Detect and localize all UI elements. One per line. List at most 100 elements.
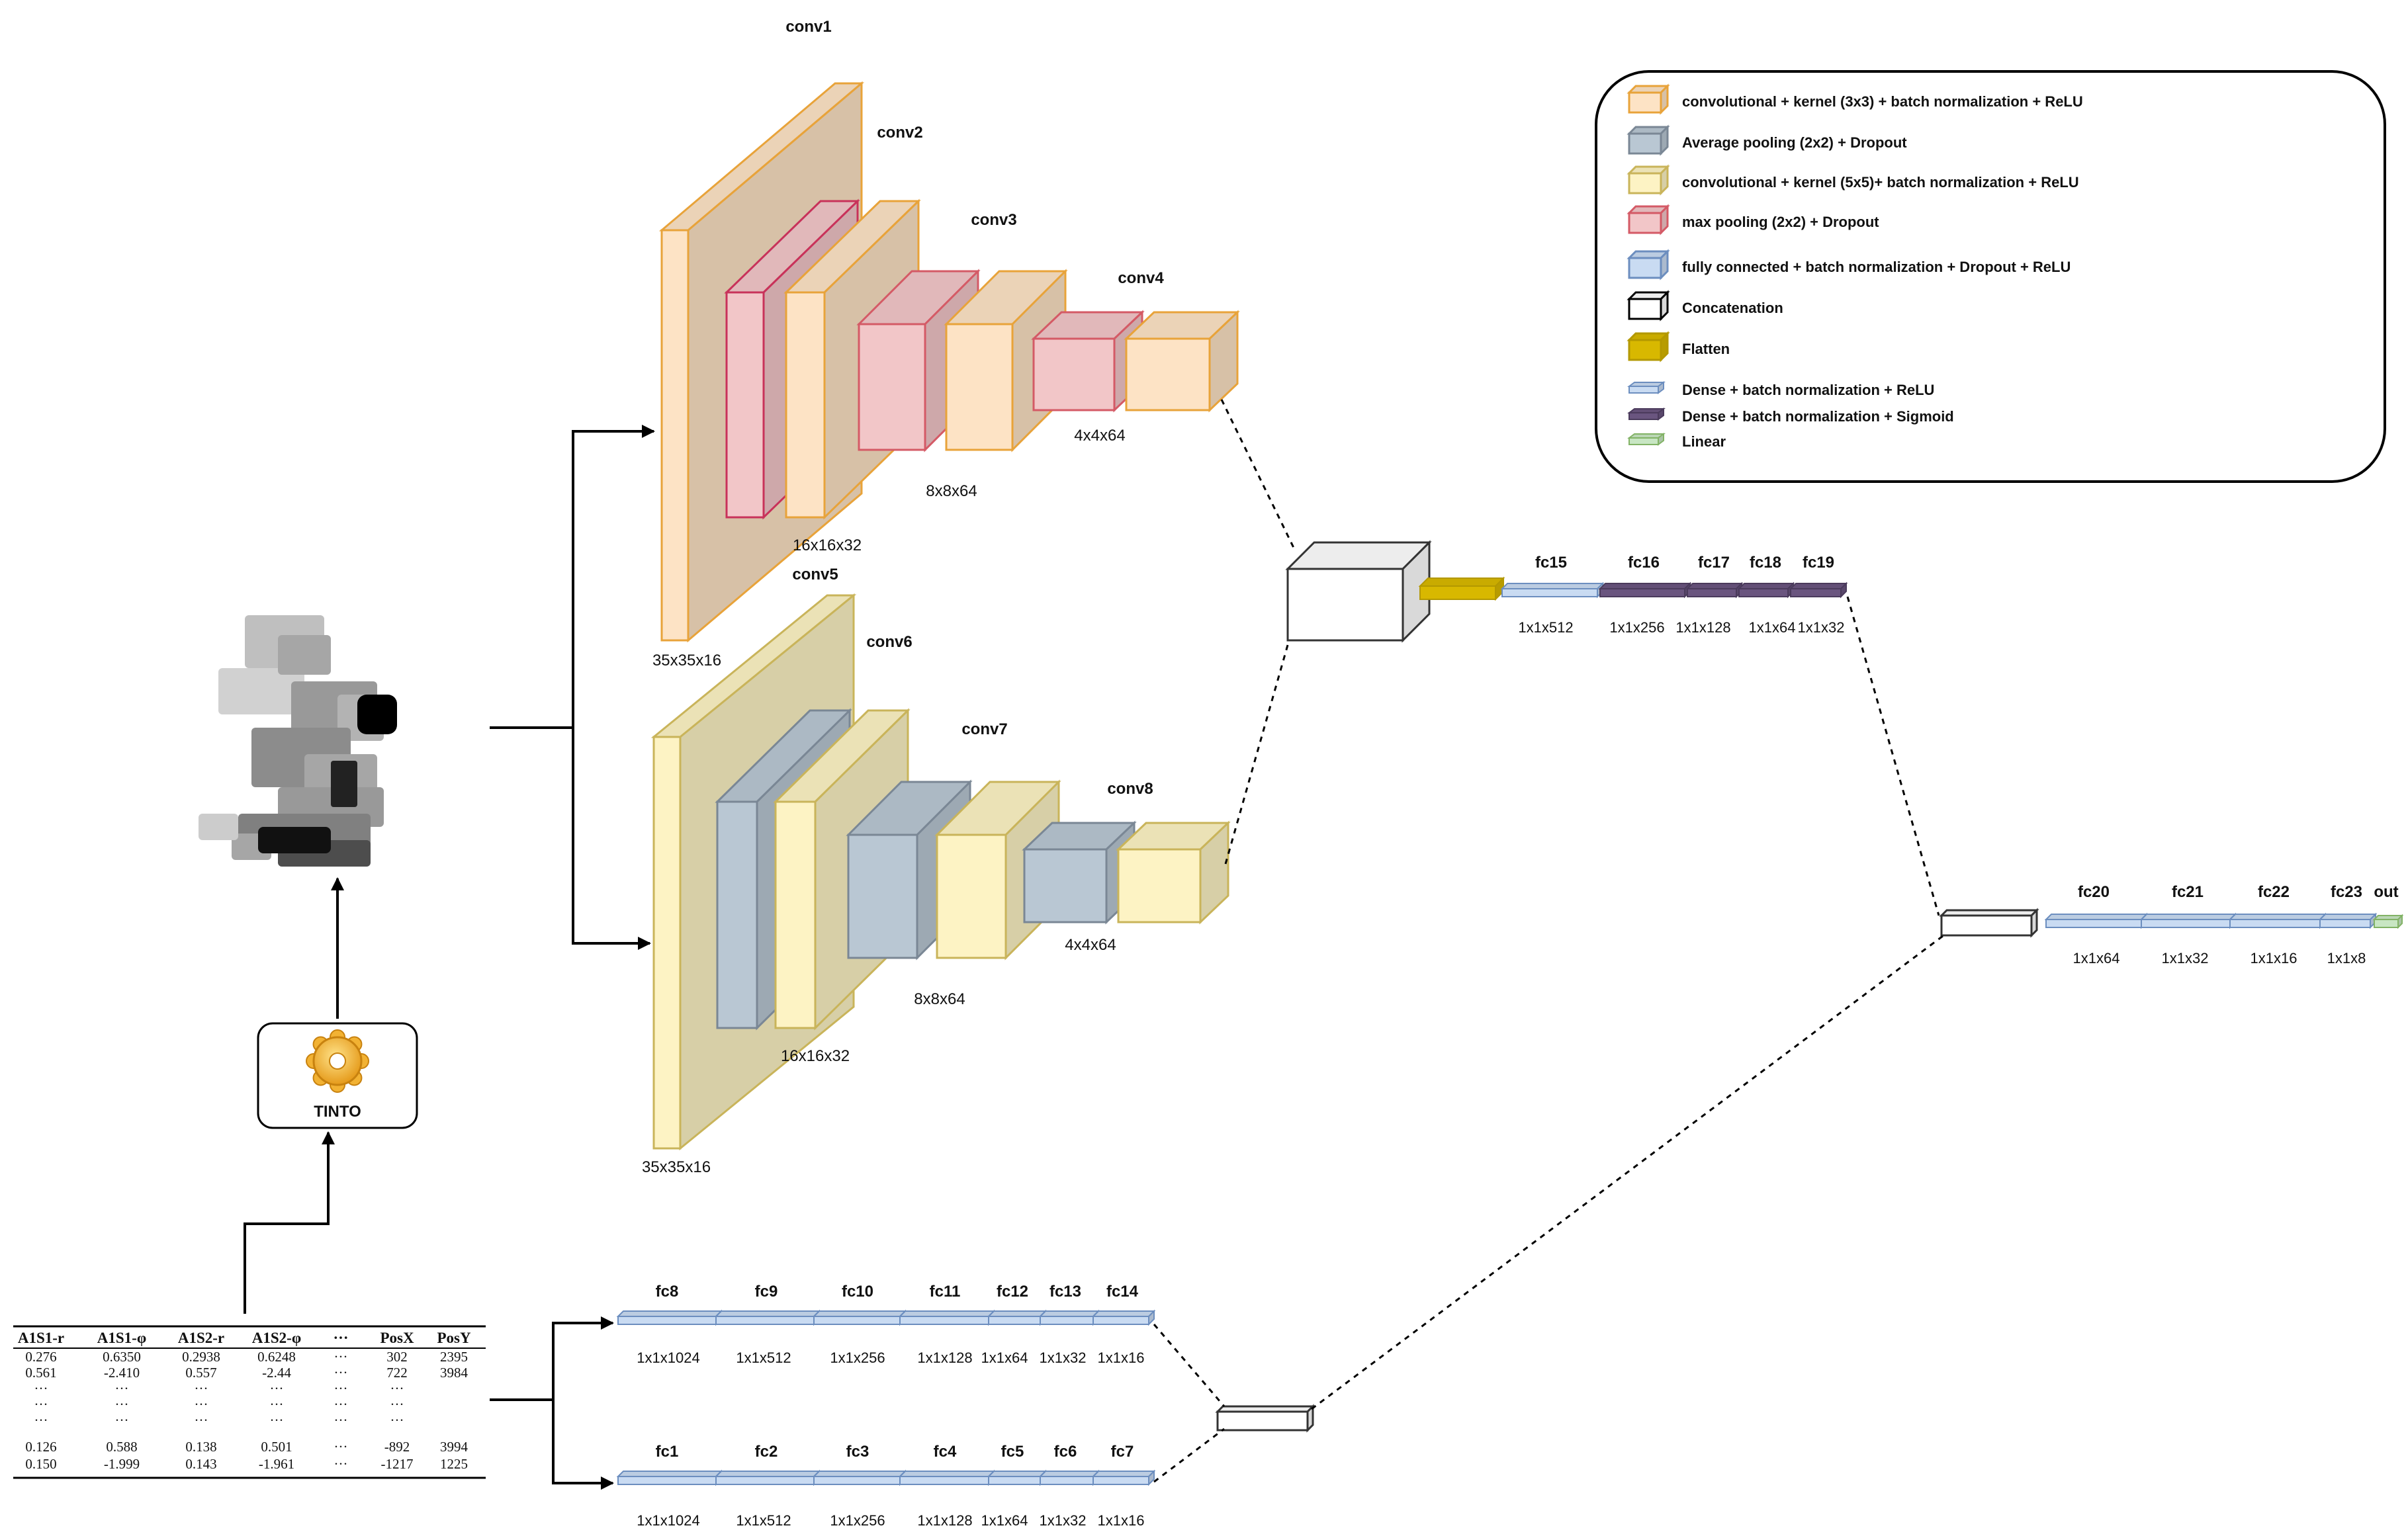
conv7-label: conv7 <box>961 720 1007 738</box>
dashed-fc19-to-concat3 <box>1846 596 1940 916</box>
table-cell: 0.561 <box>25 1365 56 1381</box>
table-cell: 0.501 <box>261 1439 292 1455</box>
out-block <box>2372 914 2404 929</box>
fc11-dim: 1x1x128 <box>917 1349 972 1366</box>
table-cell: 0.126 <box>25 1439 56 1455</box>
fc5-block <box>987 1469 1048 1486</box>
fc21-dim: 1x1x32 <box>2162 950 2209 966</box>
conv8-label: conv8 <box>1107 780 1153 798</box>
fc16-dim: 1x1x256 <box>1609 619 1664 636</box>
fc15-block <box>1500 581 1605 599</box>
table-header: A1S1-φ <box>97 1330 146 1346</box>
fc12-label: fc12 <box>997 1283 1028 1301</box>
fc4-block <box>898 1469 996 1486</box>
legend-swatch-orange-cube <box>1627 83 1670 115</box>
dim-4x4x64-bottom: 4x4x64 <box>1065 936 1116 954</box>
arrow-table-to-tinto <box>244 1131 335 1314</box>
table-cell: ··· <box>334 1381 348 1396</box>
legend-label: fully connected + batch normalization + … <box>1682 259 2071 275</box>
table-cell: ··· <box>195 1381 208 1396</box>
concat-1-block <box>1285 540 1432 643</box>
table-cell: 722 <box>386 1365 408 1381</box>
legend-label: Linear <box>1682 433 1726 450</box>
dim-8x8x64-bottom: 8x8x64 <box>914 990 965 1008</box>
table-cell: 0.276 <box>25 1349 56 1365</box>
fc19-label: fc19 <box>1803 554 1834 572</box>
network-layers <box>13 70 2404 1486</box>
table-cell: ··· <box>34 1412 48 1428</box>
table-cell: 0.6350 <box>103 1349 141 1365</box>
legend-box <box>1595 70 2386 483</box>
table-cell: 0.143 <box>185 1456 216 1472</box>
table-cell: ··· <box>270 1396 284 1412</box>
fc2-label: fc2 <box>755 1443 778 1461</box>
fc23-dim: 1x1x8 <box>2327 950 2366 966</box>
fc20-label: fc20 <box>2078 883 2110 901</box>
fc6-block <box>1038 1469 1100 1486</box>
legend-label: Dense + batch normalization + ReLU <box>1682 382 1934 398</box>
conv4-label: conv4 <box>1118 269 1164 287</box>
table-header: A1S2-φ <box>252 1330 301 1346</box>
dim-16x16x32-bottom: 16x16x32 <box>781 1047 850 1065</box>
table-cell: ··· <box>390 1412 404 1428</box>
fc9-dim: 1x1x512 <box>736 1349 791 1366</box>
conv6-label: conv6 <box>866 633 912 651</box>
legend-label: Flatten <box>1682 341 1730 357</box>
fc22-label: fc22 <box>2258 883 2290 901</box>
table-cell: -2.44 <box>262 1365 291 1381</box>
fc3-label: fc3 <box>846 1443 870 1461</box>
table-header: PosX <box>380 1330 414 1346</box>
table-cell: ··· <box>270 1381 284 1396</box>
fc7-dim: 1x1x16 <box>1098 1512 1145 1529</box>
dashed-conv4-to-concat <box>1220 399 1296 550</box>
conv1-label: conv1 <box>785 18 831 36</box>
legend-label: Dense + batch normalization + Sigmoid <box>1682 408 1954 425</box>
fc15-dim: 1x1x512 <box>1518 619 1573 636</box>
table-cell: ··· <box>334 1365 348 1381</box>
fc14-dim: 1x1x16 <box>1098 1349 1145 1366</box>
conv5-label: conv5 <box>792 566 838 583</box>
concat-3-block <box>1939 908 2039 938</box>
fc9-block <box>714 1309 821 1326</box>
fc10-dim: 1x1x256 <box>830 1349 885 1366</box>
data-table <box>13 1325 486 1479</box>
table-cell: ··· <box>390 1381 404 1396</box>
fc1-dim: 1x1x1024 <box>637 1512 699 1529</box>
dashed-fc7-to-concat2 <box>1153 1428 1225 1483</box>
fc12-dim: 1x1x64 <box>981 1349 1028 1366</box>
fc1-label: fc1 <box>656 1443 679 1461</box>
table-cell: -1.961 <box>259 1456 294 1472</box>
fc5-label: fc5 <box>1001 1443 1024 1461</box>
table-cell: ··· <box>195 1396 208 1412</box>
legend-label: Average pooling (2x2) + Dropout <box>1682 134 1907 151</box>
fc3-dim: 1x1x256 <box>830 1512 885 1529</box>
fc19-dim: 1x1x32 <box>1798 619 1845 636</box>
conv3-label: conv3 <box>971 211 1016 229</box>
legend-swatch-gold-cube <box>1627 331 1670 363</box>
connections <box>244 399 1946 1490</box>
table-cell: 0.150 <box>25 1456 56 1472</box>
fc17-dim: 1x1x128 <box>1675 619 1730 636</box>
dim-4x4x64-top: 4x4x64 <box>1074 427 1125 445</box>
legend-swatch-purple-slab <box>1627 407 1666 421</box>
fc19-block <box>1789 581 1848 599</box>
table-cell: ··· <box>334 1412 348 1428</box>
arrow-to-fc8 <box>552 1316 614 1400</box>
tinto-image <box>199 615 397 867</box>
fc6-label: fc6 <box>1054 1443 1077 1461</box>
fc20-dim: 1x1x64 <box>2073 950 2120 966</box>
out-label: out <box>2374 883 2398 901</box>
table-cell: -892 <box>384 1439 410 1455</box>
conv2-label: conv2 <box>877 124 922 142</box>
flatten-block <box>1418 576 1505 601</box>
fc17-block <box>1685 581 1744 599</box>
arrow-to-fc1 <box>552 1400 614 1490</box>
table-cell: 3984 <box>440 1365 468 1381</box>
avgpool-2-block <box>846 779 973 961</box>
fc8-dim: 1x1x1024 <box>637 1349 699 1366</box>
legend-label: convolutional + kernel (5x5)+ batch norm… <box>1682 174 2079 191</box>
table-cell: 3994 <box>440 1439 468 1455</box>
fc18-dim: 1x1x64 <box>1749 619 1796 636</box>
table-cell: ··· <box>34 1396 48 1412</box>
